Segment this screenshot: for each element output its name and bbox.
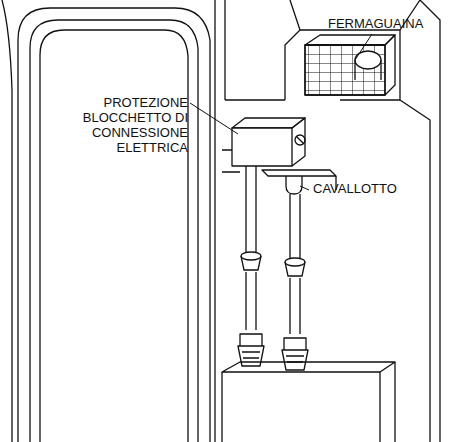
- lower-box: [222, 362, 395, 442]
- door-panel: [2, 0, 210, 442]
- part-label: CAVALLOTTO: [313, 181, 397, 196]
- cable-glands: [238, 334, 308, 370]
- cable-clamp: [305, 35, 395, 95]
- part-label: PROTEZIONE BLOCCHETTO DI CONNESSIONE ELE…: [58, 95, 188, 155]
- housing: [215, 0, 440, 442]
- terminal-block-cover: [222, 118, 305, 172]
- leader-lines: [190, 34, 372, 190]
- cables: [241, 166, 305, 334]
- part-label: FERMAGUAINA: [328, 16, 423, 31]
